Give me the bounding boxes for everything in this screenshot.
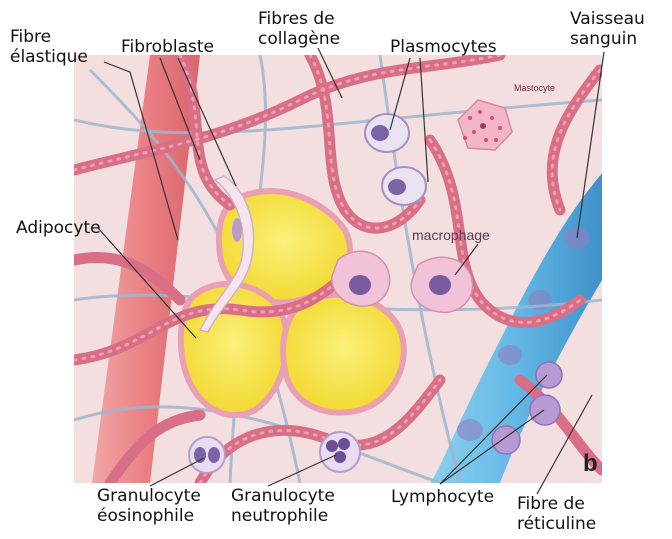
label-granulocyte-neutrophile: Granulocyte neutrophile (231, 486, 335, 526)
label-lymphocyte: Lymphocyte (391, 487, 494, 507)
label-fibre-reticuline: Fibre de réticuline (517, 494, 596, 534)
macrophage-inline-label: macrophage (412, 227, 490, 243)
tissue-panel: Mastocyte macrophage (74, 55, 605, 483)
granulocyte-neutrophile-cell (320, 432, 360, 472)
panel-letter: b (583, 450, 598, 477)
label-granulocyte-eosinophile: Granulocyte éosinophile (97, 486, 201, 526)
granulocyte-eosinophile-cell (189, 437, 225, 473)
label-adipocyte: Adipocyte (16, 218, 101, 238)
label-fibres-collagene: Fibres de collagène (258, 9, 340, 49)
label-plasmocytes: Plasmocytes (390, 37, 497, 57)
label-fibroblaste: Fibroblaste (121, 37, 214, 57)
label-fibre-elastique: Fibre élastique (10, 27, 88, 67)
mastocyte-inline-label: Mastocyte (514, 83, 555, 93)
label-vaisseau-sanguin: Vaisseau sanguin (570, 9, 645, 49)
